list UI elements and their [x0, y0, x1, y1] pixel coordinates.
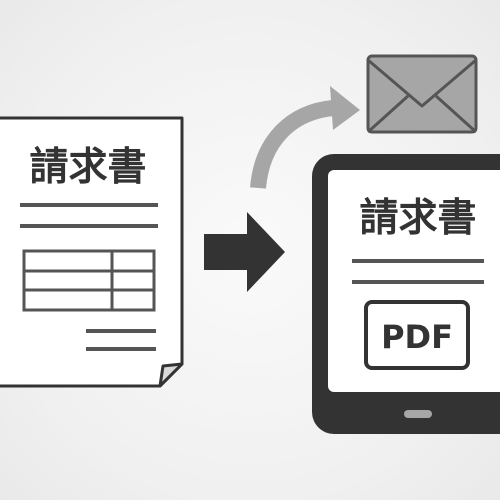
envelope-icon	[366, 54, 478, 134]
right-arrow-icon	[204, 212, 285, 292]
tablet-rule-line	[352, 280, 484, 284]
paper-rule-line	[86, 329, 156, 333]
paper-rule-line	[20, 224, 158, 228]
paper-table	[22, 249, 156, 312]
pdf-badge-label: PDF	[381, 318, 453, 356]
tablet-invoice-title: 請求書	[359, 196, 476, 241]
tablet-home-button[interactable]	[404, 410, 432, 418]
paper-invoice-title: 請求書	[29, 145, 146, 190]
paper-rule-line	[20, 203, 158, 207]
curved-arrow-icon	[250, 86, 360, 189]
pdf-badge: PDF	[364, 300, 470, 370]
paper-rule-line	[86, 347, 156, 351]
tablet-device: 請求書 PDF	[312, 154, 500, 434]
paper-invoice: 請求書	[0, 116, 184, 388]
paper-dog-ear	[158, 362, 184, 388]
tablet-rule-line	[352, 259, 484, 263]
